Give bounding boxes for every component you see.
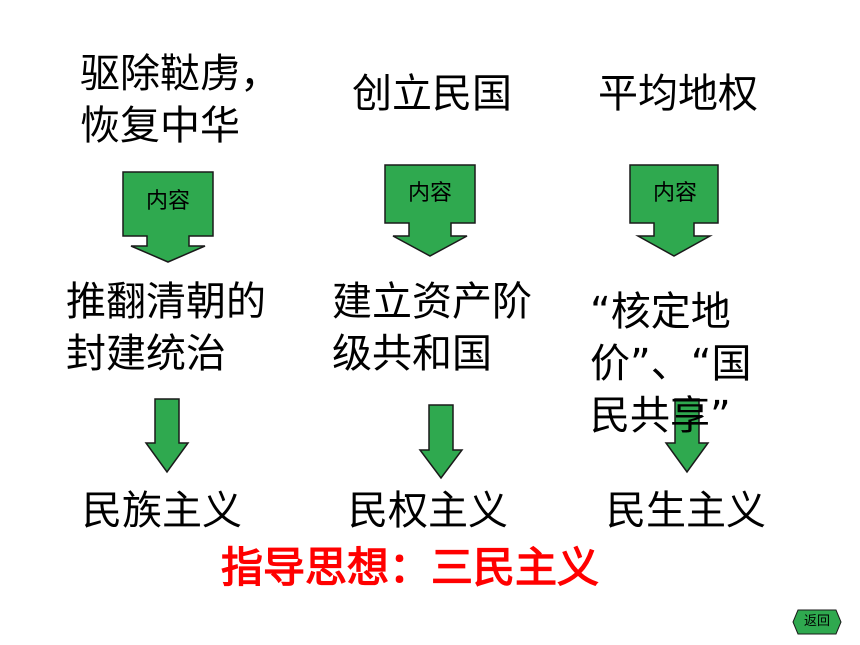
content-2-line-2: 级共和国 bbox=[332, 331, 492, 377]
callout-arrow-1 bbox=[122, 171, 214, 263]
doctrine-2: 民权主义 bbox=[348, 488, 508, 534]
principle-1-line-1: 驱除鞑虏， bbox=[80, 51, 280, 97]
down-arrow-1 bbox=[144, 398, 190, 474]
content-2: 建立资产阶 级共和国 bbox=[332, 276, 532, 380]
callout-label-1: 内容 bbox=[145, 189, 190, 214]
content-3-line-1: “核定地 bbox=[590, 289, 731, 335]
content-3-line-2: 价”、“国 bbox=[590, 341, 752, 387]
callout-arrow-2 bbox=[384, 164, 476, 257]
principle-3: 平均地权 bbox=[598, 68, 758, 120]
callout-label-3: 内容 bbox=[652, 181, 697, 206]
principle-2: 创立民国 bbox=[352, 68, 512, 120]
guiding-thought: 指导思想：三民主义 bbox=[220, 543, 599, 592]
content-1-line-1: 推翻清朝的 bbox=[66, 279, 266, 325]
content-1-line-2: 封建统治 bbox=[66, 331, 226, 377]
content-3-line-3: 民共享” bbox=[590, 393, 731, 439]
content-1: 推翻清朝的 封建统治 bbox=[66, 276, 266, 380]
back-button-label: 返回 bbox=[803, 614, 830, 629]
back-button[interactable]: 返回 bbox=[792, 608, 842, 636]
content-3: “核定地 价”、“国 民共享” bbox=[590, 286, 751, 442]
callout-arrow-3 bbox=[629, 164, 719, 257]
content-2-line-1: 建立资产阶 bbox=[332, 279, 532, 325]
down-arrow-2 bbox=[418, 404, 464, 480]
back-button-shape bbox=[792, 609, 842, 635]
principle-1-line-2: 恢复中华 bbox=[80, 103, 240, 149]
doctrine-3: 民生主义 bbox=[606, 488, 766, 534]
principle-2-line-1: 创立民国 bbox=[352, 71, 512, 117]
callout-label-2: 内容 bbox=[407, 181, 452, 206]
down-arrow-3 bbox=[664, 398, 710, 474]
doctrine-1: 民族主义 bbox=[82, 488, 242, 534]
principle-3-line-1: 平均地权 bbox=[598, 71, 758, 117]
principle-1: 驱除鞑虏， 恢复中华 bbox=[80, 48, 280, 152]
